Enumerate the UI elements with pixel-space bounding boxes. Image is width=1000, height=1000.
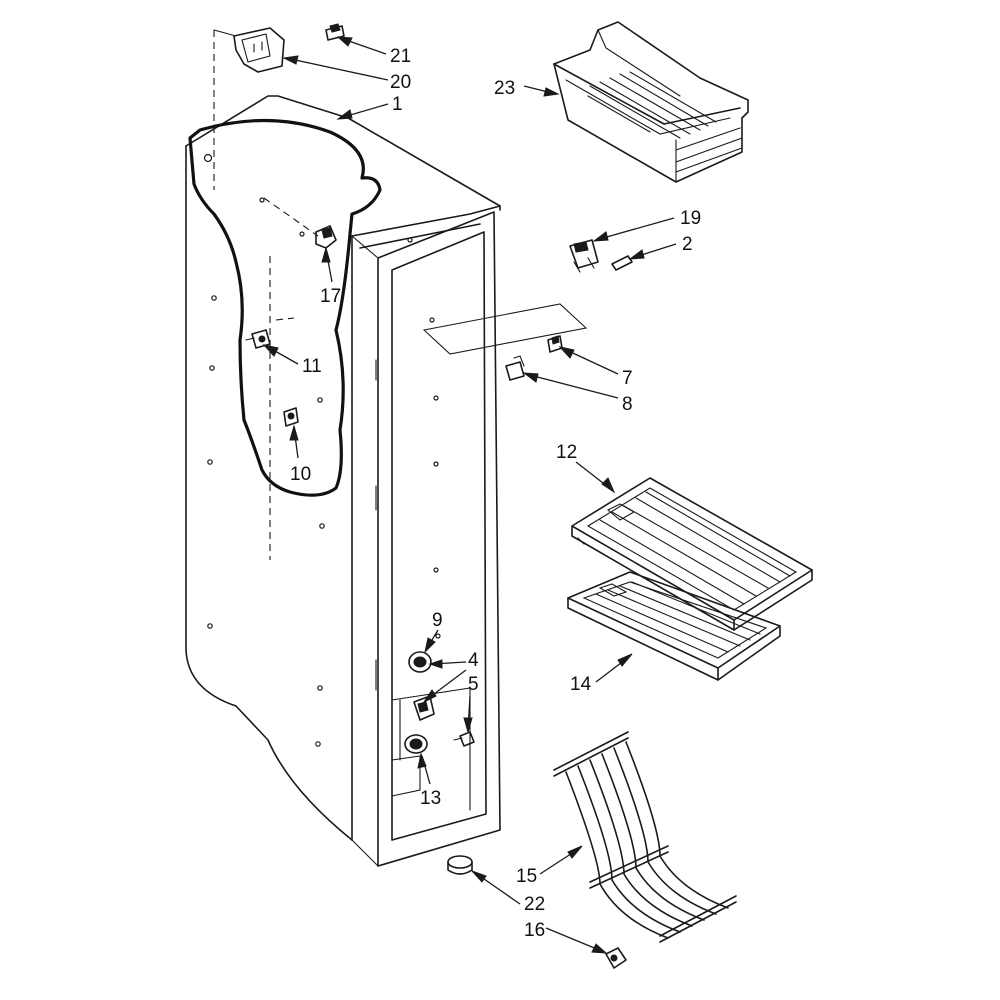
clip-17 (315, 225, 337, 249)
damper-13 (404, 734, 428, 754)
bracket-20 (213, 27, 285, 73)
connector-7 (547, 335, 563, 353)
callout-23: 23 (494, 78, 515, 99)
plug-11 (245, 329, 271, 349)
callout-15: 15 (516, 866, 537, 887)
leader-lines (262, 36, 677, 954)
callout-5: 5 (468, 674, 479, 695)
callout-1: 1 (392, 94, 403, 115)
callout-22: 22 (524, 894, 545, 915)
callout-9: 9 (432, 610, 443, 631)
screw-21 (325, 23, 345, 41)
callout-2: 2 (682, 234, 693, 255)
plug-10 (283, 407, 299, 427)
freezer-liner (185, 30, 501, 867)
callout-14: 14 (570, 674, 592, 695)
screw-5 (453, 731, 475, 747)
connector-8 (505, 355, 525, 381)
basket-rack-15 (553, 731, 737, 943)
roller-16 (605, 947, 627, 969)
callout-4: 4 (468, 650, 479, 671)
callout-8: 8 (622, 394, 633, 415)
pin-2 (611, 255, 633, 271)
callout-19: 19 (680, 208, 701, 229)
shelf-12 (571, 477, 813, 631)
grommet-22 (447, 855, 473, 875)
callout-12: 12 (556, 442, 577, 463)
harness-plate (422, 303, 588, 355)
callout-13: 13 (420, 788, 441, 809)
switch-19 (569, 239, 599, 273)
callout-10: 10 (290, 464, 311, 485)
knob-9 (408, 651, 432, 673)
callout-7: 7 (622, 368, 633, 389)
thermostat-4 (413, 695, 435, 721)
callout-21: 21 (390, 46, 411, 67)
callout-labels: 21 20 1 23 19 2 17 11 10 7 8 12 14 9 4 5… (290, 46, 701, 941)
callout-16: 16 (524, 920, 545, 941)
callout-20: 20 (390, 72, 411, 93)
shelf-14 (567, 571, 781, 681)
ice-bin-23 (553, 21, 749, 183)
callout-17: 17 (320, 286, 341, 307)
callout-11: 11 (302, 356, 322, 377)
